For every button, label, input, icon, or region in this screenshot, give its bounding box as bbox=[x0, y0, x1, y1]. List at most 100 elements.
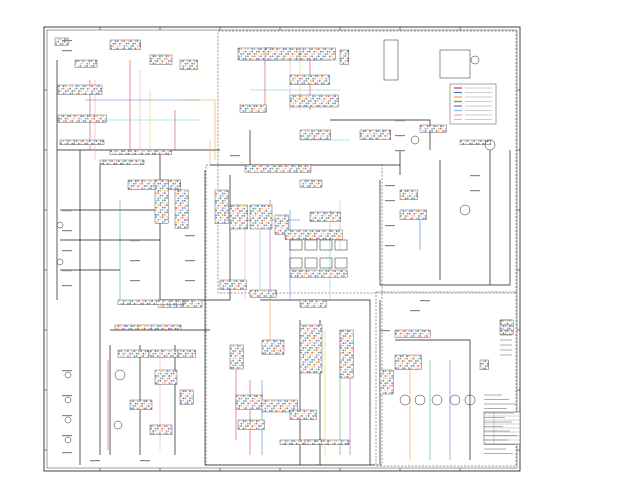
pump-symbol bbox=[410, 135, 420, 145]
connector-block bbox=[229, 204, 248, 230]
inner-border bbox=[46, 29, 518, 469]
pump-symbol bbox=[470, 55, 480, 65]
connector-block bbox=[499, 319, 514, 335]
gauge-symbol bbox=[464, 394, 476, 406]
wire-label bbox=[470, 190, 480, 192]
wire-label bbox=[62, 415, 72, 417]
wire-label bbox=[62, 395, 72, 397]
connector-block bbox=[154, 179, 169, 224]
connector-block bbox=[299, 47, 336, 61]
connector-block bbox=[117, 349, 149, 358]
wire-label bbox=[420, 300, 430, 302]
connector-block bbox=[339, 49, 349, 65]
wire-label bbox=[62, 50, 72, 52]
connector-block bbox=[235, 394, 263, 410]
motor-symbol bbox=[114, 369, 126, 381]
connector-block bbox=[127, 179, 181, 190]
gauge-symbol bbox=[399, 394, 411, 406]
zone-ticks bbox=[44, 27, 520, 471]
connector-block bbox=[394, 354, 422, 370]
connector-block bbox=[289, 269, 348, 278]
connector-blocks bbox=[54, 37, 514, 445]
connector-block bbox=[99, 159, 145, 165]
connector-block bbox=[394, 329, 431, 338]
gauge-symbol bbox=[431, 394, 443, 406]
connector-block bbox=[214, 189, 229, 224]
connector-block bbox=[299, 179, 323, 188]
outer-border bbox=[43, 26, 521, 472]
connector-block bbox=[57, 84, 103, 95]
relay-symbol bbox=[334, 239, 348, 251]
wire-label bbox=[185, 235, 195, 237]
sensor-symbol bbox=[64, 371, 72, 379]
wire-label bbox=[62, 40, 72, 42]
wire-label bbox=[62, 452, 72, 454]
wire-label bbox=[185, 280, 195, 282]
gauge-symbol bbox=[459, 204, 471, 216]
relay-symbol bbox=[304, 239, 318, 251]
pump-symbol bbox=[484, 139, 496, 151]
connector-block bbox=[249, 289, 277, 298]
connector-block bbox=[309, 211, 341, 222]
wire-label bbox=[62, 230, 72, 232]
wire-label bbox=[470, 175, 480, 177]
switch-symbol bbox=[439, 49, 471, 79]
connector-block bbox=[339, 329, 354, 379]
connector-block bbox=[229, 344, 244, 370]
connector-block bbox=[149, 424, 173, 435]
relay-symbol bbox=[289, 239, 303, 251]
sensor-symbol bbox=[64, 396, 72, 404]
connector-block bbox=[237, 419, 265, 430]
connector-block bbox=[479, 359, 489, 370]
wire-label bbox=[130, 260, 140, 262]
connector-block bbox=[399, 209, 427, 220]
connector-block bbox=[54, 37, 69, 46]
wire-label bbox=[130, 280, 140, 282]
gauge-symbol bbox=[449, 394, 461, 406]
connector-block bbox=[261, 399, 298, 413]
connector-block bbox=[59, 139, 105, 145]
connector-block bbox=[289, 74, 330, 85]
wire-label bbox=[385, 245, 395, 247]
wire-label bbox=[62, 370, 72, 372]
motor-symbol bbox=[113, 420, 123, 430]
connector-block bbox=[299, 129, 331, 140]
connector-block bbox=[359, 129, 391, 140]
connector-block bbox=[179, 389, 194, 405]
wire-label bbox=[62, 250, 72, 252]
sensor-symbol bbox=[64, 416, 72, 424]
wire-label bbox=[62, 435, 72, 437]
connector-block bbox=[114, 324, 182, 330]
wire-label bbox=[130, 240, 140, 242]
wire-label bbox=[395, 135, 405, 137]
connector-block bbox=[174, 189, 189, 229]
lamp-symbol bbox=[56, 221, 64, 229]
connector-block bbox=[399, 189, 418, 200]
connector-block bbox=[379, 369, 394, 395]
connector-block bbox=[219, 279, 247, 290]
connector-block bbox=[149, 349, 181, 358]
connector-block bbox=[459, 139, 491, 145]
relay-symbol bbox=[334, 257, 348, 269]
wire-label bbox=[140, 460, 150, 462]
connector-block bbox=[109, 149, 172, 155]
relay-symbol bbox=[304, 257, 318, 269]
connector-block bbox=[239, 104, 267, 113]
connector-block bbox=[261, 339, 285, 355]
connector-block bbox=[299, 299, 327, 308]
wire-label bbox=[90, 460, 100, 462]
lamp-symbol bbox=[56, 258, 64, 266]
relay-symbol bbox=[289, 257, 303, 269]
spec-table bbox=[483, 411, 521, 445]
connector-block bbox=[304, 439, 350, 445]
wire-color-legend bbox=[449, 83, 497, 125]
connector-block bbox=[154, 369, 178, 385]
wire-label bbox=[385, 185, 395, 187]
sensor-symbol bbox=[64, 436, 72, 444]
connector-block bbox=[274, 214, 289, 235]
connector-block bbox=[284, 229, 343, 240]
connector-block bbox=[149, 54, 173, 65]
connector-block bbox=[117, 299, 185, 305]
switch-symbol bbox=[383, 39, 399, 81]
